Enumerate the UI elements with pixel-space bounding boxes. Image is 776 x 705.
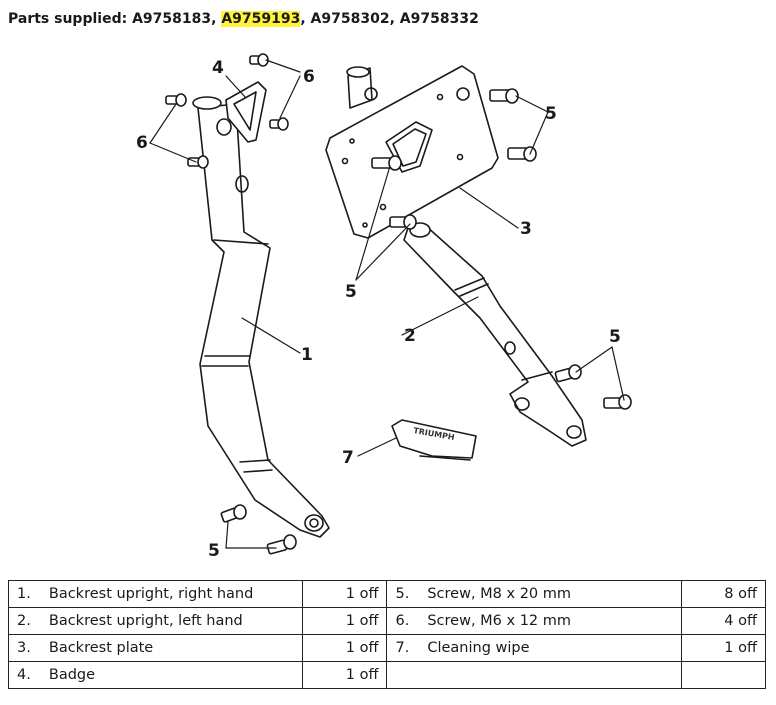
empty-cell bbox=[386, 661, 420, 689]
part-code: A9758302 bbox=[310, 11, 390, 27]
exploded-parts-diagram: TRIUMPH 1 2 3 4 5 5 5 5 6 6 7 bbox=[136, 53, 632, 561]
part-description: Backrest plate bbox=[40, 634, 304, 662]
part-description: Screw, M6 x 12 mm bbox=[419, 607, 682, 635]
backrest-upright-right bbox=[192, 96, 330, 538]
part-code: A9758183 bbox=[132, 11, 212, 27]
part-number: 5. bbox=[386, 580, 420, 608]
callout-4: 4 bbox=[212, 58, 224, 78]
cleaning-wipe bbox=[391, 419, 477, 461]
part-quantity: 1 off bbox=[302, 634, 388, 662]
part-code: A9758332 bbox=[399, 11, 479, 27]
callout-5: 5 bbox=[609, 327, 621, 347]
leader-lines bbox=[149, 59, 625, 549]
callout-6: 6 bbox=[136, 133, 148, 153]
part-quantity: 1 off bbox=[302, 607, 388, 635]
part-description: Backrest upright, right hand bbox=[40, 580, 304, 608]
parts-supplied-header: Parts supplied: A9758183, A9759193, A975… bbox=[8, 11, 479, 27]
part-number: 4. bbox=[7, 661, 41, 689]
part-number: 3. bbox=[7, 634, 41, 662]
part-number: 6. bbox=[386, 607, 420, 635]
callout-6: 6 bbox=[303, 67, 315, 87]
header-prefix: Parts supplied: bbox=[8, 11, 133, 27]
part-description: Badge bbox=[40, 661, 304, 689]
part-description: Screw, M8 x 20 mm bbox=[419, 580, 682, 608]
callout-5: 5 bbox=[208, 541, 220, 561]
empty-cell bbox=[419, 661, 682, 689]
callout-3: 3 bbox=[520, 219, 532, 239]
table-row: 4. Badge 1 off bbox=[7, 661, 767, 689]
part-number: 7. bbox=[386, 634, 420, 662]
callout-1: 1 bbox=[301, 345, 313, 365]
part-quantity: 8 off bbox=[680, 580, 767, 608]
part-number: 1. bbox=[7, 580, 41, 608]
callout-5: 5 bbox=[545, 104, 557, 124]
parts-table: 1. Backrest upright, right hand 1 off 5.… bbox=[7, 580, 767, 689]
part-quantity: 4 off bbox=[680, 607, 767, 635]
badge bbox=[225, 81, 267, 143]
part-quantity: 1 off bbox=[680, 634, 767, 662]
part-description: Backrest upright, left hand bbox=[40, 607, 304, 635]
callout-7: 7 bbox=[342, 448, 354, 468]
callout-5: 5 bbox=[345, 282, 357, 302]
part-code-highlighted: A9759193 bbox=[221, 11, 301, 27]
table-row: 1. Backrest upright, right hand 1 off 5.… bbox=[7, 580, 767, 608]
part-number: 2. bbox=[7, 607, 41, 635]
table-row: 3. Backrest plate 1 off 7. Cleaning wipe… bbox=[7, 634, 767, 662]
part-quantity: 1 off bbox=[302, 580, 388, 608]
callout-2: 2 bbox=[404, 326, 416, 346]
backrest-plate bbox=[325, 65, 499, 239]
part-description: Cleaning wipe bbox=[419, 634, 682, 662]
table-row: 2. Backrest upright, left hand 1 off 6. … bbox=[7, 607, 767, 635]
backrest-upright-left bbox=[403, 221, 587, 447]
part-quantity: 1 off bbox=[302, 661, 388, 689]
screw-m8 bbox=[220, 88, 632, 555]
empty-cell bbox=[680, 661, 767, 689]
screw-m6 bbox=[165, 53, 289, 169]
